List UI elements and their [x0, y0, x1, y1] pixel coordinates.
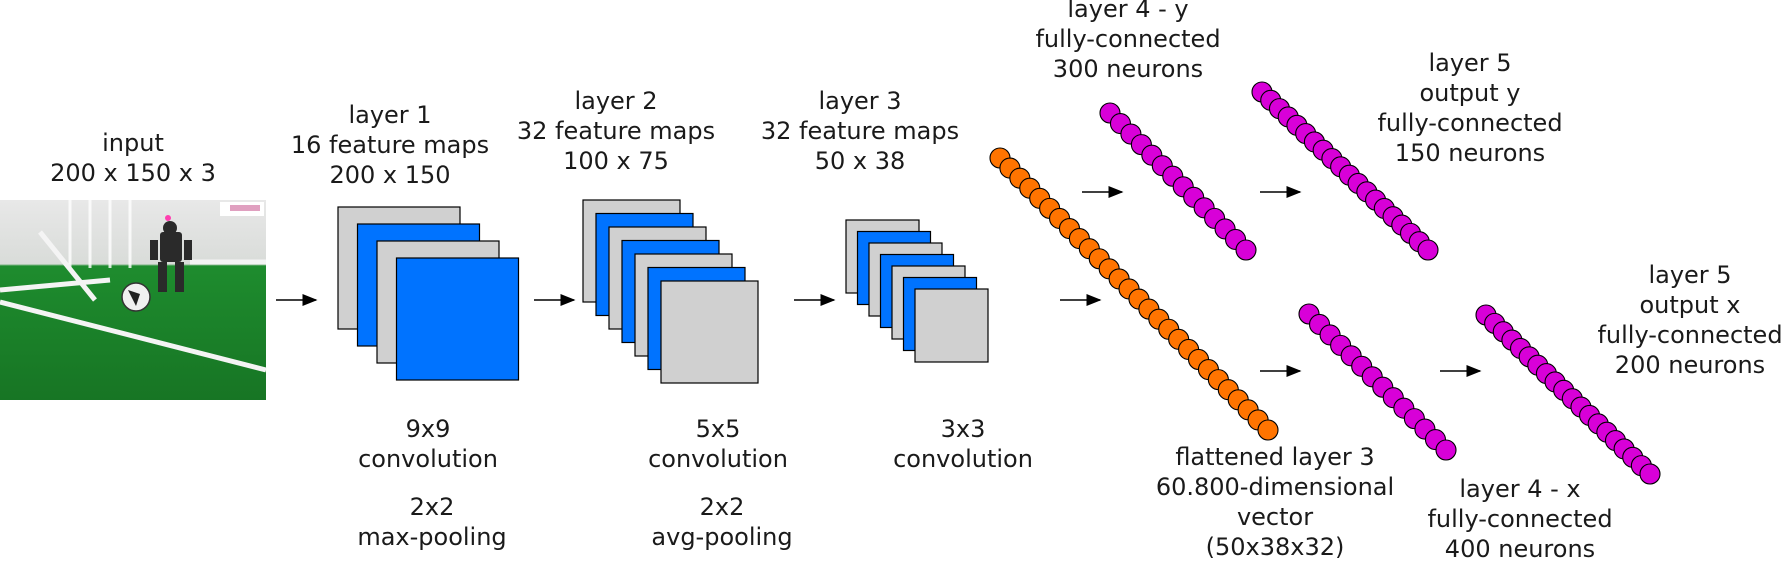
layer1-conv-label: 9x9 convolution: [358, 414, 498, 474]
layer5x-output: output x: [1639, 291, 1741, 319]
layer5y-type: fully-connected: [1377, 109, 1563, 137]
layer3-maps: 32 feature maps: [760, 117, 960, 145]
layer3-conv-kernel: 3x3: [940, 415, 986, 443]
flattened-shape: (50x38x32): [1205, 533, 1345, 561]
layer3-title: layer 3: [818, 87, 902, 115]
layer5x-neurons: 200 neurons: [1614, 351, 1766, 379]
layer3-size: 50 x 38: [814, 147, 906, 175]
layer2-label: layer 2 32 feature maps 100 x 75: [517, 86, 715, 176]
layer2-pool-type: avg-pooling: [651, 523, 793, 551]
layer4x-neurons: 400 neurons: [1444, 535, 1596, 561]
layer4x-neuron: [1435, 439, 1457, 461]
flow-arrows: [276, 186, 1482, 377]
layer1-conv-kernel: 9x9: [405, 415, 451, 443]
layer2-conv-type: convolution: [648, 445, 788, 473]
input-size: 200 x 150 x 3: [50, 159, 216, 187]
flattened-title: flattened layer 3: [1175, 443, 1375, 471]
layer5y-neurons: 150 neurons: [1394, 139, 1546, 167]
layer1-pool-label: 2x2 max-pooling: [357, 492, 506, 552]
layer2-pool-label: 2x2 avg-pooling: [651, 492, 792, 552]
flattened-neuron: [1257, 419, 1279, 441]
layer2-size: 100 x 75: [563, 147, 669, 175]
flattened-label: flattened layer 3 60.800-dimensional vec…: [1156, 442, 1394, 561]
input-label: input 200 x 150 x 3: [50, 128, 216, 188]
layer4x-type: fully-connected: [1427, 505, 1613, 533]
layer2-conv-label: 5x5 convolution: [648, 414, 788, 474]
layer2-pool-size: 2x2: [699, 493, 745, 521]
layer5y-neuron: [1417, 239, 1439, 261]
flattened-vector: vector: [1236, 503, 1314, 531]
layer4x-title: layer 4 - x: [1459, 475, 1581, 503]
input-image: [0, 200, 267, 400]
layer4y-type: fully-connected: [1035, 25, 1221, 53]
layer1-feature-map: [395, 257, 520, 381]
layer4x-label: layer 4 - x fully-connected 400 neurons: [1427, 474, 1612, 561]
layer3-conv-label: 3x3 convolution: [893, 414, 1033, 474]
layer5y-label: layer 5 output y fully-connected 150 neu…: [1377, 48, 1562, 168]
layer1-maps: 16 feature maps: [290, 131, 490, 159]
layer5y-output: output y: [1419, 79, 1521, 107]
layer5x-title: layer 5: [1648, 261, 1732, 289]
layer2-feature-map: [660, 280, 759, 384]
layer3-feature-map: [914, 288, 989, 363]
layer4y-label: layer 4 - y fully-connected 300 neurons: [1035, 0, 1220, 84]
layer4y-neurons: 300 neurons: [1052, 55, 1204, 83]
layer1-conv-type: convolution: [358, 445, 498, 473]
layer1-size: 200 x 150: [329, 161, 451, 189]
input-title: input: [102, 129, 164, 157]
layer5x-label: layer 5 output x fully-connected 200 neu…: [1597, 260, 1782, 380]
layer4y-neuron: [1235, 239, 1257, 261]
layer3-label: layer 3 32 feature maps 50 x 38: [761, 86, 959, 176]
layer1-title: layer 1: [348, 101, 432, 129]
layer2-maps: 32 feature maps: [516, 117, 716, 145]
layer5x-type: fully-connected: [1597, 321, 1783, 349]
layer2-conv-kernel: 5x5: [695, 415, 741, 443]
flattened-dims: 60.800-dimensional: [1155, 473, 1395, 501]
layer2-title: layer 2: [574, 87, 658, 115]
layer5x-neuron: [1639, 463, 1661, 485]
layer4y-title: layer 4 - y: [1067, 0, 1189, 23]
layer5y-title: layer 5: [1428, 49, 1512, 77]
layer3-conv-type: convolution: [893, 445, 1033, 473]
layer1-pool-type: max-pooling: [357, 523, 507, 551]
layer1-pool-size: 2x2: [409, 493, 455, 521]
layer1-label: layer 1 16 feature maps 200 x 150: [291, 100, 489, 190]
